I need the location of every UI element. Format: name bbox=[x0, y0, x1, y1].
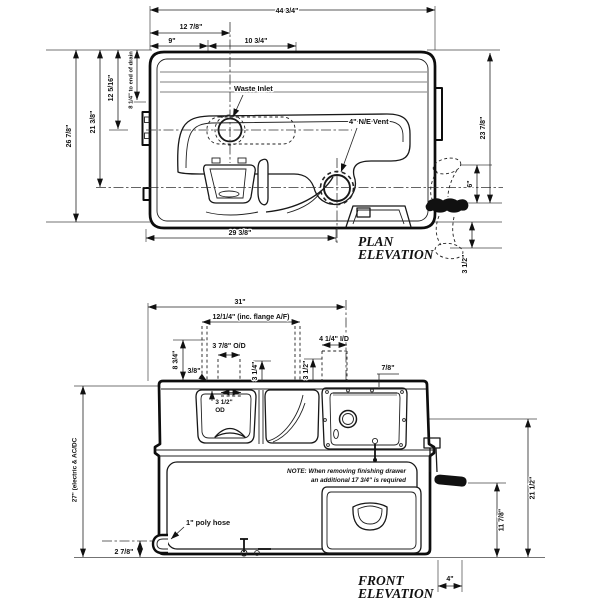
dim-10-34: 10 3/4" bbox=[245, 38, 268, 45]
plan-hatch-lid bbox=[202, 157, 269, 206]
plan-labels: Waste Inlet 4" N/E Vent PLAN ELEVATION bbox=[232, 83, 435, 262]
front-crank-grip bbox=[434, 474, 467, 487]
front-port-circle bbox=[338, 409, 358, 429]
dim-6: 6" bbox=[467, 180, 474, 187]
poly-hose-label: 1" poly hose bbox=[186, 518, 230, 527]
front-elevation-view: 31" 12/1/4" (inc. flange A/F) 4 1/4" I/D… bbox=[70, 298, 545, 600]
front-drawer-handle bbox=[352, 502, 388, 531]
front-dimensions: 31" 12/1/4" (inc. flange A/F) 4 1/4" I/D… bbox=[70, 298, 538, 589]
dim-7-8: 7/8" bbox=[381, 365, 394, 372]
front-middle-compartment bbox=[258, 389, 320, 444]
front-title-line2: ELEVATION bbox=[357, 586, 435, 600]
plan-title-line2: ELEVATION bbox=[357, 247, 435, 262]
plan-tank-outline bbox=[141, 50, 443, 230]
note-line1: NOTE: When removing finishing drawer bbox=[287, 468, 406, 475]
dim-31: 31" bbox=[234, 299, 245, 306]
dim-drain: 8 1/4" to end of drain bbox=[129, 51, 135, 109]
dim-29-38: 29 3/8" bbox=[229, 230, 252, 237]
dim-3-12-front: 3 1/2" bbox=[303, 361, 310, 380]
plan-title-line1: PLAN bbox=[358, 234, 394, 249]
waste-inlet-label: Waste Inlet bbox=[234, 84, 273, 93]
plan-extension-lines bbox=[46, 6, 502, 249]
dim-9: 9" bbox=[168, 38, 175, 45]
dim-3-8: 3/8" bbox=[187, 368, 200, 375]
dim-3-12-od-line1: 3 1/2" bbox=[215, 399, 232, 406]
dim-2-78: 2 7/8" bbox=[115, 549, 134, 556]
front-hose-fitting bbox=[151, 533, 168, 555]
dim-8-34: 8 3/4" bbox=[173, 351, 180, 370]
plan-molded-surface bbox=[177, 113, 411, 216]
plan-lower-right-panel bbox=[345, 205, 412, 228]
dim-inlet-offset: 12 7/8" bbox=[180, 24, 203, 31]
dim-flange: 12/1/4" (inc. flange A/F) bbox=[213, 314, 290, 321]
dim-26-78: 26 7/8" bbox=[66, 125, 73, 148]
dim-3-78-od: 3 7/8" O/D bbox=[212, 343, 245, 350]
dim-total-width: 44 3/4" bbox=[276, 8, 299, 15]
dim-12-516: 12 5/16" bbox=[108, 75, 115, 102]
front-drawer-area bbox=[166, 461, 422, 554]
dim-3-12-od-line2: OD bbox=[215, 407, 225, 414]
front-panel-strip bbox=[333, 392, 397, 396]
dim-11-78: 11 7/8" bbox=[499, 509, 506, 531]
plan-dimensions: 44 3/4" 12 7/8" 9" 10 3/4" 26 7/8" 21 3/… bbox=[65, 7, 493, 275]
plan-hinge-leaf bbox=[257, 158, 269, 206]
dim-4-14-id: 4 1/4" I/D bbox=[319, 336, 349, 343]
front-left-compartment bbox=[195, 389, 257, 444]
front-crank-handle bbox=[423, 437, 467, 487]
front-body bbox=[151, 379, 467, 557]
note-line2: an additional 17 3/4" is required bbox=[311, 477, 406, 484]
plan-view: 44 3/4" 12 7/8" 9" 10 3/4" 26 7/8" 21 3/… bbox=[46, 6, 503, 275]
front-right-panel bbox=[321, 387, 408, 462]
plan-crank-handle bbox=[425, 157, 469, 260]
dim-3-14: 3 1/4" bbox=[252, 362, 259, 381]
dim-3-12-plan: 3 1/2" bbox=[462, 255, 469, 274]
dim-21-38: 21 3/8" bbox=[90, 111, 97, 134]
front-feet-bolts bbox=[240, 538, 271, 557]
front-finishing-drawer bbox=[321, 486, 422, 554]
dim-4: 4" bbox=[446, 576, 453, 583]
dim-27: 27" (electric & AC/DC bbox=[72, 437, 79, 502]
front-labels: NOTE: When removing finishing drawer an … bbox=[170, 467, 435, 600]
dim-21-12: 21 1/2" bbox=[530, 477, 537, 500]
ne-vent-label: 4" N/E Vent bbox=[349, 117, 389, 126]
dim-23-78: 23 7/8" bbox=[480, 117, 487, 140]
front-left-handle bbox=[214, 427, 246, 438]
plan-crank-grip bbox=[425, 198, 469, 213]
front-title-line1: FRONT bbox=[357, 573, 405, 588]
